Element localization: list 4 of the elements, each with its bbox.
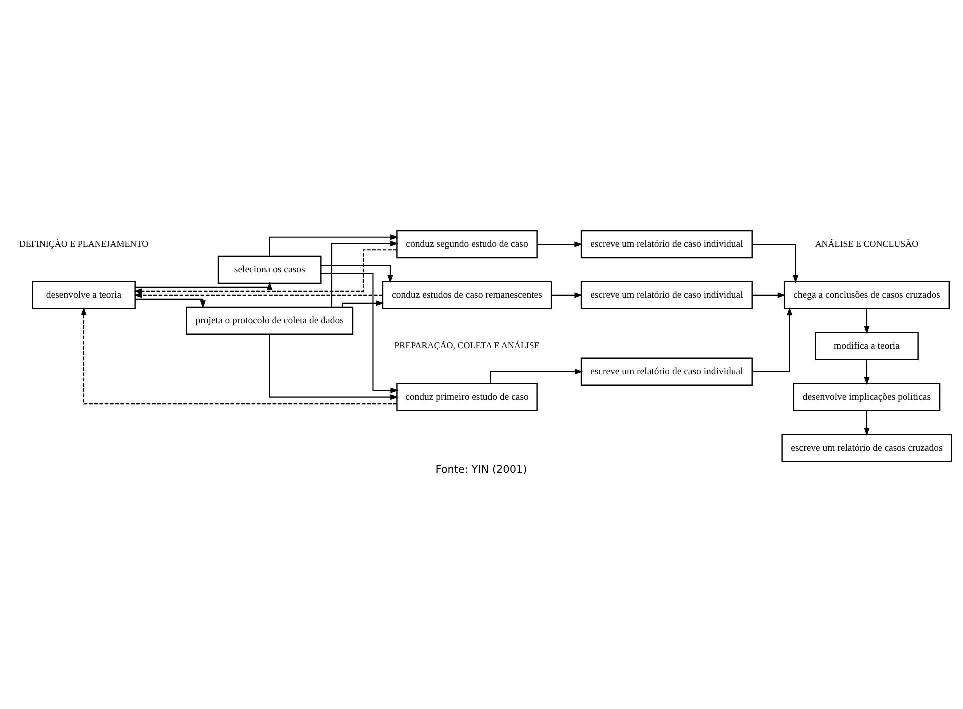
- label: DEFINIÇÃO E PLANEJAMENTO: [19, 238, 149, 248]
- caption: Fonte: YIN (2001): [436, 464, 528, 476]
- label: ANÁLISE E CONCLUSÃO: [815, 238, 919, 248]
- label: PREPARAÇÃO, COLETA E ANÁLISE: [394, 340, 540, 350]
